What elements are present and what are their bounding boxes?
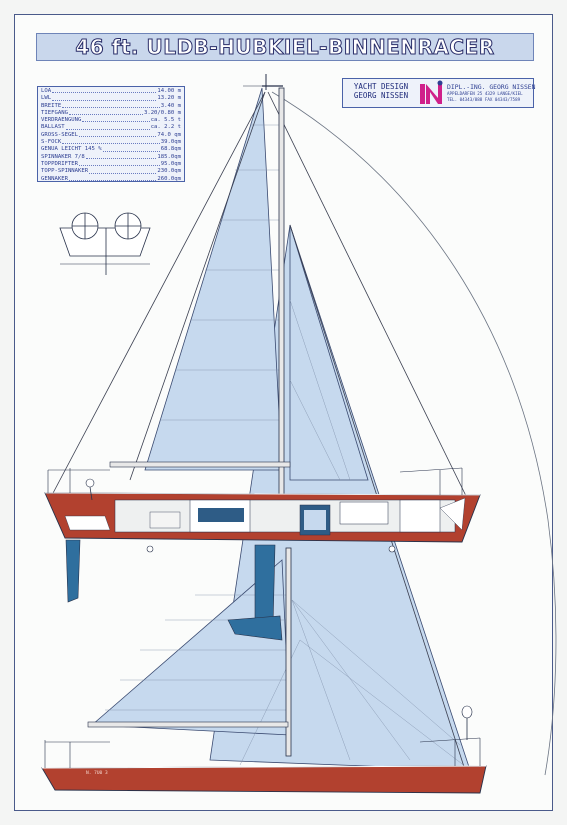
- spec-leader-dots: [79, 161, 160, 167]
- lower-hull: [41, 765, 487, 794]
- spec-value: 230.0qm: [157, 168, 181, 175]
- spec-leader-dots: [68, 110, 143, 116]
- spec-row: S-FOCK 39.0qm: [41, 139, 181, 146]
- designer-contact: DIPL.-ING. GEORG NISSEN APPELDARFEN 25 4…: [447, 83, 536, 103]
- designer-logo-box: YACHT DESIGN GEORG NISSEN DIPL.-ING. GEO…: [342, 78, 536, 108]
- spec-row: TOPP-SPINNAKER 230.0qm: [41, 168, 181, 175]
- spec-value: 3.20/0.80 m: [143, 109, 181, 116]
- spec-row: TIEFGANG 3.20/0.80 m: [41, 110, 181, 117]
- spec-value: ca. 5.5 t: [150, 117, 181, 124]
- keel-bulb: [227, 615, 283, 641]
- spec-leader-dots: [102, 146, 160, 152]
- designer-name: DIPL.-ING. GEORG NISSEN: [447, 83, 536, 91]
- spec-value: 68.8qm: [160, 146, 181, 153]
- spec-label: BREITE: [41, 102, 62, 109]
- designer-brand: YACHT DESIGN GEORG NISSEN: [345, 82, 417, 100]
- spec-label: GROSS-SEGEL: [41, 131, 79, 138]
- keel-fin: [254, 544, 276, 626]
- spec-label: TIEFGANG: [41, 109, 68, 116]
- spec-label: VERDRAENGUNG: [41, 117, 82, 124]
- spec-leader-dots: [62, 139, 160, 145]
- title-banner: 46 ft. ULDB-HUBKIEL-BINNENRACER: [36, 33, 534, 61]
- spec-label: TOPPDRIFTER: [41, 160, 79, 167]
- spec-leader-dots: [65, 124, 150, 130]
- spec-leader-dots: [82, 117, 150, 123]
- spec-label: BALLAST: [41, 124, 65, 131]
- lower-lifelines: [44, 737, 481, 768]
- spec-row: GROSS-SEGEL 74.0 qm: [41, 132, 181, 139]
- spec-label: LOA: [41, 88, 52, 94]
- spec-row: VERDRAENGUNG ca. 5.5 t: [41, 117, 181, 124]
- crew-figure: [461, 705, 473, 719]
- mainsail-upper: [144, 87, 283, 471]
- jib-upper: [289, 224, 369, 481]
- hull-label: N. 7U0 3: [86, 771, 108, 776]
- helmsman-figure: [85, 478, 95, 488]
- lower-mast: [285, 547, 292, 757]
- spec-row: SPINNAKER 7/8 185.0qm: [41, 154, 181, 161]
- spec-row: GENNAKER 260.0qm: [41, 176, 181, 183]
- spec-value: 260.0qm: [157, 175, 181, 182]
- designer-phone: TEL. 04343/888 FAX 04343/7589: [447, 97, 521, 102]
- spec-value: 95.0qm: [160, 160, 181, 167]
- upper-boom: [109, 461, 291, 468]
- spec-row: BALLAST ca. 2.2 t: [41, 124, 181, 131]
- spec-label: GENUA LEICHT 145 %: [41, 146, 102, 153]
- spec-value: 74.0 qm: [157, 131, 181, 138]
- upper-mast: [278, 87, 285, 504]
- lower-boom: [87, 721, 289, 728]
- spec-label: LWL: [41, 95, 52, 102]
- page-title: 46 ft. ULDB-HUBKIEL-BINNENRACER: [75, 35, 495, 60]
- spec-row: LOA 14.00 m: [41, 88, 181, 95]
- spec-leader-dots: [62, 103, 160, 108]
- spec-value: 39.0qm: [160, 139, 181, 146]
- spec-row: TOPPDRIFTER 95.0qm: [41, 161, 181, 168]
- spec-value: 13.20 m: [157, 95, 181, 102]
- spec-label: GENNAKER: [41, 175, 68, 182]
- spec-label: SPINNAKER 7/8: [41, 153, 85, 160]
- spec-leader-dots: [85, 154, 157, 159]
- spec-value: 14.00 m: [157, 88, 181, 94]
- brand-line-2: GEORG NISSEN: [353, 91, 409, 100]
- spec-leader-dots: [68, 176, 157, 181]
- spec-value: 185.0qm: [157, 153, 181, 160]
- spec-value: ca. 2.2 t: [150, 124, 181, 131]
- spec-row: BREITE 3.40 m: [41, 103, 181, 110]
- spec-leader-dots: [52, 88, 157, 94]
- hull-section-view: [59, 212, 151, 275]
- upper-lifelines: [47, 467, 463, 495]
- spec-leader-dots: [79, 132, 157, 138]
- spec-row: GENUA LEICHT 145 % 68.8qm: [41, 146, 181, 153]
- nissen-logo-icon: [420, 80, 443, 104]
- rudder: [65, 539, 81, 603]
- spec-label: S-FOCK: [41, 139, 62, 146]
- spec-value: 3.40 m: [160, 102, 181, 109]
- spec-leader-dots: [52, 95, 157, 101]
- brand-line-1: YACHT DESIGN: [353, 82, 409, 91]
- designer-address: APPELDARFEN 25 4329 LANGE/KIEL: [447, 91, 523, 96]
- spec-row: LWL 13.20 m: [41, 95, 181, 102]
- gennaker-outline: [271, 91, 557, 776]
- spec-label: TOPP-SPINNAKER: [41, 168, 89, 175]
- spec-leader-dots: [89, 168, 157, 174]
